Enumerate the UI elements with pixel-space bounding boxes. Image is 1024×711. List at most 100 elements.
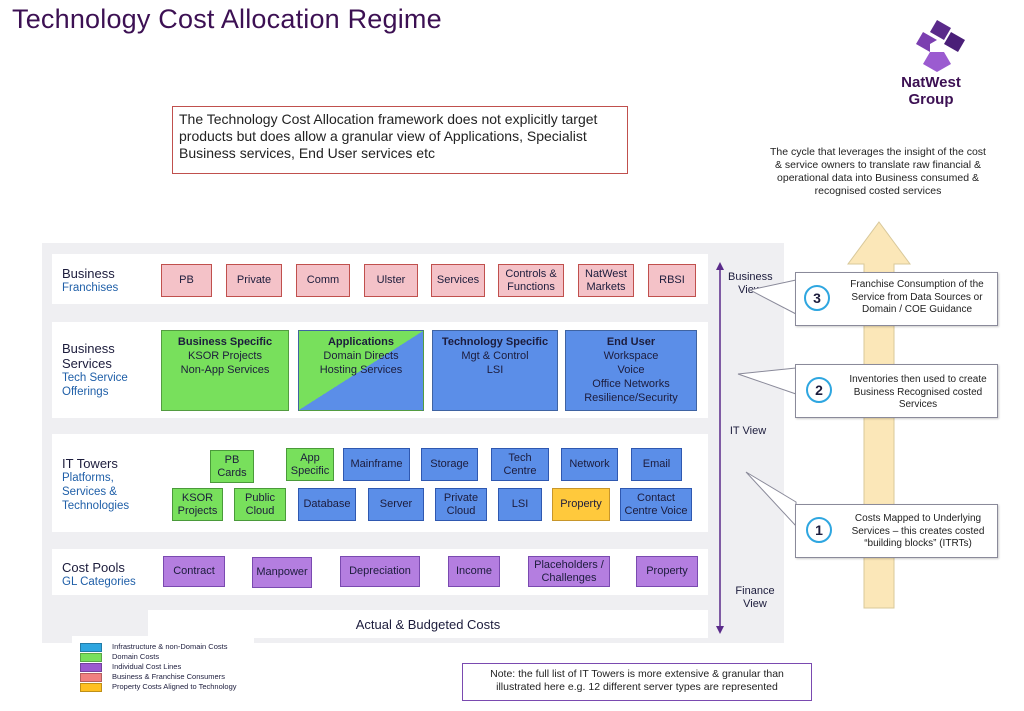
page-title: Technology Cost Allocation Regime	[12, 4, 442, 34]
services-label2: Services	[62, 356, 112, 371]
row-label-towers: IT Towers Platforms, Services & Technolo…	[62, 456, 129, 513]
cost-pool-box: Depreciation	[340, 556, 420, 587]
callout-step-2: 2 Inventories then used to create Busine…	[795, 364, 998, 418]
step-number-1: 1	[806, 517, 832, 543]
towers-sublabel3: Technologies	[62, 500, 130, 512]
tower-box: LSI	[498, 488, 542, 521]
finance-view-label: Finance View	[735, 585, 775, 610]
legend-item: Infrastructure & non-Domain Costs	[80, 642, 254, 652]
tower-box: Property	[552, 488, 610, 521]
service-header: Technology Specific	[441, 336, 549, 348]
legend-item: Individual Cost Lines	[80, 662, 254, 672]
service-line: KSOR Projects	[188, 350, 262, 362]
service-line: Non-App Services	[180, 364, 270, 376]
legend-label: Property Costs Aligned to Technology	[112, 682, 237, 691]
legend-label: Infrastructure & non-Domain Costs	[112, 642, 228, 651]
cost-pools-sublabel: GL Categories	[62, 576, 136, 588]
cost-pool-box: Contract	[163, 556, 225, 587]
cost-pool-box: Placeholders / Challenges	[528, 556, 610, 587]
it-view-label: IT View	[729, 425, 767, 437]
legend-swatch	[80, 662, 102, 672]
tower-box: Tech Centre	[491, 448, 549, 481]
tower-box: Server	[368, 488, 424, 521]
service-header: Business Specific	[177, 336, 273, 348]
service-business-specific: Business Specific KSOR Projects Non-App …	[161, 330, 289, 411]
legend-label: Individual Cost Lines	[112, 662, 182, 671]
franchise-box: Services	[431, 264, 485, 297]
franchise-box: Comm	[296, 264, 350, 297]
tower-box: Storage	[421, 448, 478, 481]
cycle-description: The cycle that leverages the insight of …	[770, 146, 986, 197]
tower-box: Network	[561, 448, 618, 481]
tower-box: Private Cloud	[435, 488, 487, 521]
franchise-box: Ulster	[364, 264, 418, 297]
service-line: Resilience/Security	[584, 392, 678, 404]
row-label-services: Business Services Tech Service Offerings	[62, 341, 128, 399]
service-line: LSI	[486, 364, 504, 376]
franchises-label: Business	[62, 266, 115, 281]
step-number-2: 2	[806, 377, 832, 403]
logo-line2: Group	[908, 91, 954, 108]
legend-item: Business & Franchise Consumers	[80, 672, 254, 682]
callout-step-1: 1 Costs Mapped to Underlying Services – …	[795, 504, 998, 558]
franchise-box: RBSI	[648, 264, 696, 297]
legend-item: Property Costs Aligned to Technology	[80, 682, 254, 692]
franchise-box: PB	[161, 264, 212, 297]
natwest-logo-icon	[916, 20, 965, 72]
service-line: Office Networks	[592, 378, 670, 390]
legend-swatch	[80, 652, 102, 662]
tower-box: Email	[631, 448, 682, 481]
legend-label: Domain Costs	[112, 652, 160, 661]
callout-pointers	[737, 279, 797, 528]
step-number-3: 3	[804, 285, 830, 311]
tower-box: Database	[298, 488, 356, 521]
legend-swatch	[80, 672, 102, 682]
towers-label: IT Towers	[62, 456, 118, 471]
row-label-franchises: Business Franchises	[62, 266, 118, 295]
tower-box: Contact Centre Voice	[620, 488, 692, 521]
service-line: Voice	[617, 364, 645, 376]
callout-step-3: 3 Franchise Consumption of the Service f…	[795, 272, 998, 326]
legend-swatch	[80, 682, 102, 692]
actual-budgeted-costs: Actual & Budgeted Costs	[148, 610, 708, 638]
franchise-box: Controls & Functions	[498, 264, 564, 297]
services-sublabel2: Offerings	[62, 386, 109, 398]
service-line: Mgt & Control	[461, 350, 529, 362]
row-label-cost-pools: Cost Pools GL Categories	[62, 560, 136, 589]
framework-note: The Technology Cost Allocation framework…	[172, 106, 628, 174]
logo-line1: NatWest	[901, 74, 961, 91]
franchise-box: NatWest Markets	[578, 264, 634, 297]
service-line: Workspace	[603, 350, 659, 362]
tower-box: Mainframe	[343, 448, 410, 481]
cost-pools-label: Cost Pools	[62, 560, 125, 575]
callout-text-2: Inventories then used to create Business…	[849, 374, 987, 410]
towers-note: Note: the full list of IT Towers is more…	[462, 663, 812, 701]
cost-pool-box: Income	[448, 556, 500, 587]
service-line: Domain Directs	[323, 350, 399, 362]
view-axis-arrow-icon	[716, 262, 724, 634]
legend-swatch	[80, 642, 102, 652]
service-technology-specific: Technology Specific Mgt & Control LSI	[432, 330, 558, 411]
cost-pool-box: Property	[636, 556, 698, 587]
towers-sublabel2: Services &	[62, 486, 117, 498]
service-line: Hosting Services	[319, 364, 403, 376]
callout-text-1: Costs Mapped to Underlying Services – th…	[851, 513, 985, 549]
franchise-box: Private	[226, 264, 282, 297]
logo-wordmark: NatWest Group	[886, 74, 976, 108]
service-header: Applications	[327, 336, 394, 348]
tower-box: PB Cards	[210, 450, 254, 483]
service-header: End User	[606, 336, 656, 348]
franchises-sublabel: Franchises	[62, 282, 119, 294]
services-label1: Business	[62, 341, 115, 356]
services-sublabel1: Tech Service	[62, 372, 128, 384]
towers-sublabel1: Platforms,	[62, 472, 114, 484]
service-applications: Applications Domain Directs Hosting Serv…	[298, 330, 424, 411]
legend: Infrastructure & non-Domain Costs Domain…	[72, 636, 254, 711]
tower-box: KSOR Projects	[172, 488, 223, 521]
tower-box: Public Cloud	[234, 488, 286, 521]
tower-box: App Specific	[286, 448, 334, 481]
cost-pool-box: Manpower	[252, 557, 312, 588]
legend-label: Business & Franchise Consumers	[112, 672, 225, 681]
legend-item: Domain Costs	[80, 652, 254, 662]
service-end-user: End User Workspace Voice Office Networks…	[565, 330, 697, 411]
